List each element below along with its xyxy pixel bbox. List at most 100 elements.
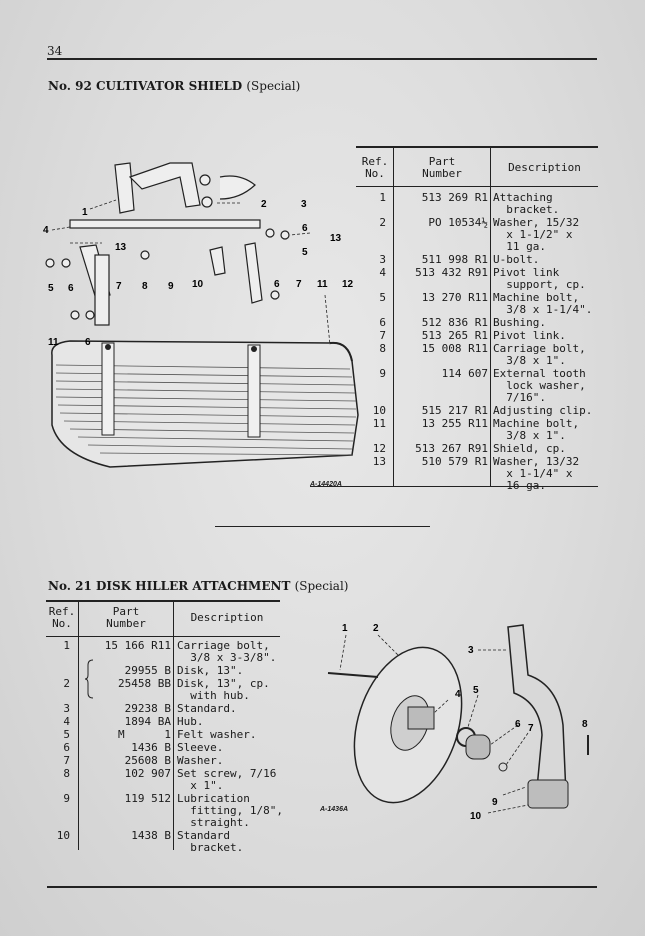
cell-desc: Standard bracket. — [177, 829, 244, 854]
callout-7a: 7 — [116, 281, 122, 292]
section1-figure-code: A-14420A — [310, 481, 342, 488]
section1-title: No. 92 CULTIVATOR SHIELD (Special) — [48, 79, 300, 93]
table2-col-divider-2 — [173, 600, 174, 850]
cell-desc: Hub. — [177, 715, 204, 728]
section2-figure-code: A-1436A — [320, 806, 349, 813]
cell-desc: Pivot link support, cp. — [493, 266, 586, 291]
table1-header-desc: Description — [508, 161, 581, 174]
top-rule — [47, 58, 597, 60]
cell-ref: 7 — [379, 329, 386, 342]
leader-lines — [51, 199, 331, 346]
cell-ref: 1 — [379, 191, 386, 204]
table2-header-part: Part Number — [106, 605, 146, 630]
hiller-leader-lines — [339, 634, 529, 814]
cell-ref: 6 — [63, 741, 70, 754]
cell-ref: 4 — [63, 715, 70, 728]
hiller-callout-6: 6 — [515, 719, 521, 730]
disk-group-brace — [84, 659, 94, 699]
callout-13a: 13 — [330, 233, 342, 244]
cell-ref: 2 — [379, 216, 386, 229]
cell-ref: 8 — [379, 342, 386, 355]
cell-desc: Disk, 13". — [177, 664, 244, 677]
cell-ref: 6 — [379, 316, 386, 329]
cell-desc: Shield, cp. — [493, 442, 566, 455]
table1-col-divider-1 — [393, 146, 394, 486]
cell-ref: 8 — [63, 767, 70, 780]
cell-desc: Lubrication fitting, 1/8", straight. — [177, 792, 283, 829]
cell-desc: Washer, 13/32 x 1-1/4" x 16 ga. — [493, 455, 580, 492]
hiller-callout-9: 9 — [492, 797, 498, 808]
cell-ref: 10 — [372, 404, 386, 417]
callout-6c: 6 — [302, 223, 308, 234]
page-number: 34 — [47, 44, 63, 58]
cell-desc: Felt washer. — [177, 728, 257, 741]
cell-part: 513 269 R1 — [421, 191, 488, 204]
cell-desc: Sleeve. — [177, 741, 224, 754]
callout-7b: 7 — [296, 279, 302, 290]
cell-part: 15 008 R11 — [421, 342, 488, 355]
cell-part: 29238 B — [124, 702, 171, 715]
cultivator-shield-illustration: 1 2 3 4 5 6 7 8 9 10 6 7 11 12 13 13 6 5… — [43, 162, 359, 468]
cell-ref: 10 — [56, 829, 70, 842]
cell-desc: Adjusting clip. — [493, 404, 593, 417]
callout-labels: 1 2 3 4 5 6 7 8 9 10 6 7 11 12 13 13 6 5… — [43, 199, 354, 348]
cell-desc: U-bolt. — [493, 253, 540, 266]
cell-part: 512 836 R1 — [421, 316, 488, 329]
cell-ref: 9 — [63, 792, 70, 805]
cell-desc: Carriage bolt, 3/8 x 1". — [493, 342, 586, 367]
callout-5b: 5 — [302, 247, 308, 258]
cell-desc: Machine bolt, 3/8 x 1-1/4". — [493, 291, 593, 316]
cell-part: 1438 B — [131, 829, 171, 842]
table1-top-border — [356, 146, 598, 148]
section2-title-text: No. 21 DISK HILLER ATTACHMENT — [48, 579, 291, 593]
cell-ref: 3 — [379, 253, 386, 266]
callout-9: 9 — [168, 281, 174, 292]
hiller-callout-10: 10 — [470, 811, 482, 822]
cell-part: 114 607 — [441, 367, 488, 380]
cell-desc: Standard. — [177, 702, 237, 715]
callout-10: 10 — [192, 279, 204, 290]
cell-desc: Washer, 15/32 x 1-1/2" x 11 ga. — [493, 216, 580, 253]
cell-part: 25458 BB — [118, 677, 171, 690]
cell-ref: 12 — [372, 442, 386, 455]
cell-part: PO 10534½ — [428, 216, 488, 229]
cell-ref: 11 — [372, 417, 386, 430]
hiller-callout-4: 4 — [455, 689, 461, 700]
hiller-callout-7: 7 — [528, 723, 534, 734]
disk-hiller-illustration: 1 2 3 4 5 6 7 8 9 10 — [327, 623, 589, 822]
cell-ref: 5 — [63, 728, 70, 741]
table1-header-part: Part Number — [422, 155, 462, 180]
table1-col-divider-2 — [490, 146, 491, 486]
cell-part: 119 512 — [124, 792, 171, 805]
callout-11a: 11 — [317, 279, 328, 290]
cell-desc: Washer. — [177, 754, 224, 767]
table2-header-border — [46, 636, 280, 637]
mid-rule — [215, 526, 430, 527]
bracket-parts — [45, 162, 290, 326]
callout-5a: 5 — [48, 283, 54, 294]
callout-4: 4 — [43, 225, 49, 236]
hiller-callout-2: 2 — [373, 623, 379, 634]
cell-desc: Machine bolt, 3/8 x 1". — [493, 417, 580, 442]
shield-drawing — [51, 340, 359, 468]
hiller-callout-5: 5 — [473, 685, 479, 696]
section2-title-suffix: (Special) — [294, 579, 349, 593]
callout-6b: 6 — [274, 279, 280, 290]
callout-13b: 13 — [115, 242, 127, 253]
callout-12: 12 — [342, 279, 354, 290]
cell-part: 513 432 R91 — [415, 266, 488, 279]
cell-part: 1894 BA — [124, 715, 171, 728]
cell-part: 13 270 R11 — [421, 291, 488, 304]
callout-2: 2 — [261, 199, 267, 210]
cell-part: 13 255 R11 — [421, 417, 488, 430]
cell-ref: 2 — [63, 677, 70, 690]
cell-desc: Attaching bracket. — [493, 191, 560, 216]
table2-header-ref: Ref. No. — [48, 605, 76, 630]
callout-11b: 11 — [48, 337, 59, 348]
section1-title-suffix: (Special) — [246, 79, 301, 93]
cell-ref: 4 — [379, 266, 386, 279]
callout-3: 3 — [301, 199, 307, 210]
cell-part: 515 217 R1 — [421, 404, 488, 417]
cell-desc: Bushing. — [493, 316, 546, 329]
cell-part: 25608 B — [124, 754, 171, 767]
